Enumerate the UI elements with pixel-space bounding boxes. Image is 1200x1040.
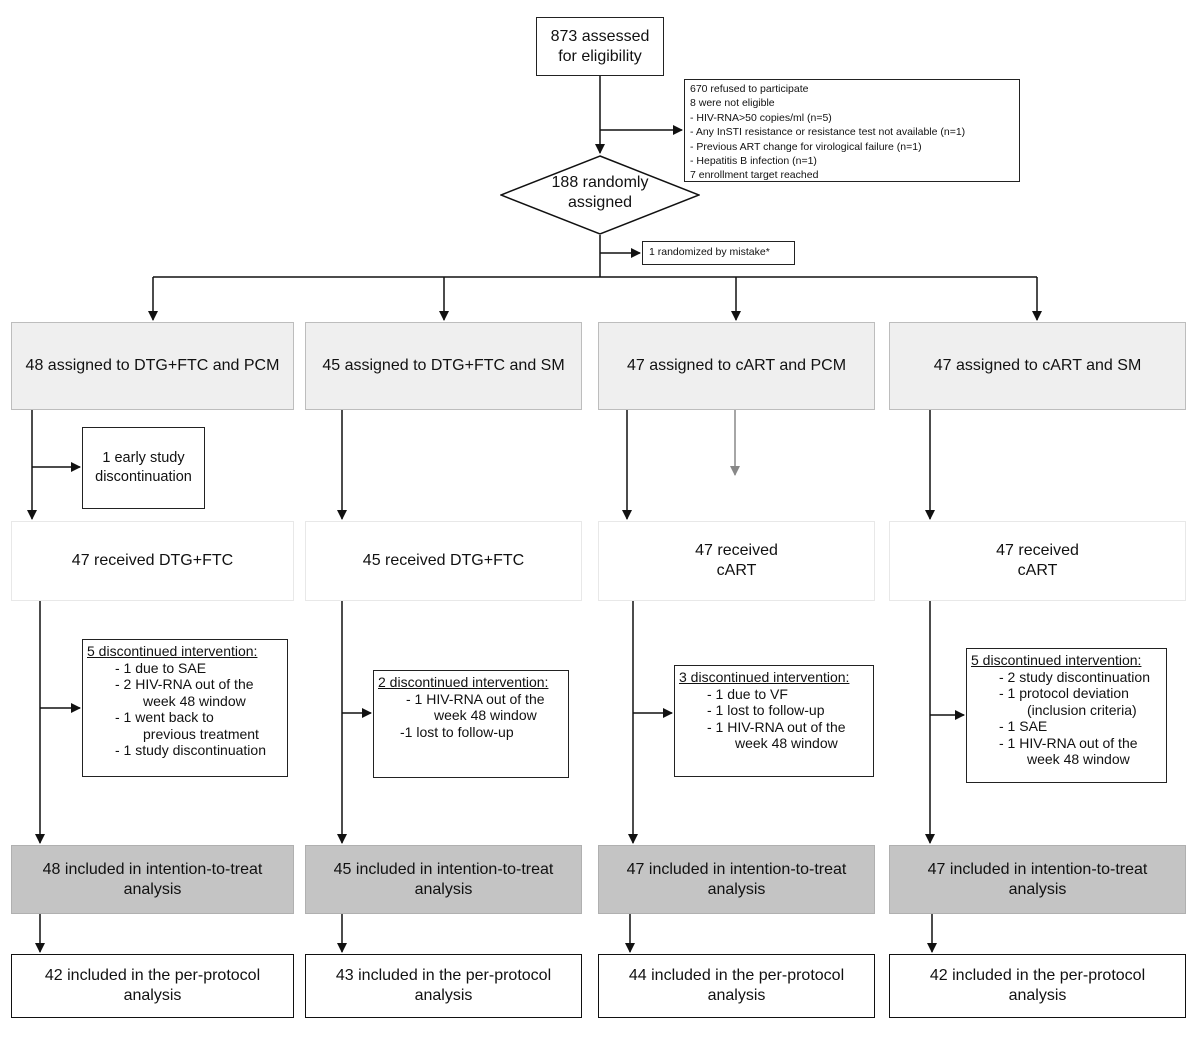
discontinued-item: previous treatment bbox=[143, 725, 259, 742]
arm-3-pp-line1: 44 included in the per-protocol bbox=[628, 967, 845, 984]
discontinued-item: - 1 SAE bbox=[999, 718, 1048, 734]
arm-3-pp-line2: analysis bbox=[707, 987, 766, 1004]
arm-2-received-box: 45 received DTG+FTC bbox=[305, 521, 582, 601]
discontinued-item: week 48 window bbox=[434, 707, 537, 723]
arm-4-pp-line1: 42 included in the per-protocol bbox=[929, 967, 1146, 984]
early-discontinuation-line1: 1 early study bbox=[102, 450, 185, 466]
discontinued-item: - 1 due to VF bbox=[707, 685, 788, 702]
excluded-box: 670 refused to participate 8 were not el… bbox=[684, 79, 1020, 182]
arm-2-assigned-box: 45 assigned to DTG+FTC and SM bbox=[305, 322, 582, 410]
arm-1-itt-line2: analysis bbox=[123, 880, 182, 898]
arm-3-itt-box: 47 included in intention-to-treat analys… bbox=[598, 845, 875, 914]
arm-4-received-line1: 47 received bbox=[996, 542, 1079, 559]
excluded-line: - Hepatitis B infection (n=1) bbox=[690, 155, 817, 168]
arm-1-pp-line2: analysis bbox=[123, 987, 182, 1004]
arm-3-pp-box: 44 included in the per-protocol analysis bbox=[598, 954, 875, 1018]
early-discontinuation-line2: discontinuation bbox=[95, 469, 192, 485]
arm-4-assigned-label: 47 assigned to cART and SM bbox=[933, 357, 1142, 374]
arm-4-received-line2: cART bbox=[1017, 562, 1058, 579]
discontinued-item: - 1 HIV-RNA out of the bbox=[406, 690, 545, 707]
excluded-line: - Previous ART change for virological fa… bbox=[690, 140, 922, 153]
discontinued-item: - 2 study discontinuation bbox=[999, 668, 1150, 685]
arm-4-itt-box: 47 included in intention-to-treat analys… bbox=[889, 845, 1186, 914]
arm-1-pp-box: 42 included in the per-protocol analysis bbox=[11, 954, 294, 1018]
arm-3-discontinued-box: 3 discontinued intervention: - 1 due to … bbox=[674, 665, 874, 777]
arm-4-itt-line2: analysis bbox=[1008, 880, 1067, 898]
discontinued-item: week 48 window bbox=[143, 692, 246, 709]
arm-4-discontinued-heading: 5 discontinued intervention: bbox=[971, 652, 1142, 668]
discontinued-item: week 48 window bbox=[1027, 751, 1130, 767]
assessed-line1: 873 assessed bbox=[550, 27, 650, 45]
arm-4-pp-line2: analysis bbox=[1008, 987, 1067, 1004]
arm-3-received-line2: cART bbox=[716, 562, 757, 579]
discontinued-item: - 1 HIV-RNA out of the bbox=[999, 734, 1138, 751]
arm-3-assigned-box: 47 assigned to cART and PCM bbox=[598, 322, 875, 410]
arm-2-received-label: 45 received DTG+FTC bbox=[362, 552, 525, 569]
arm-4-assigned-box: 47 assigned to cART and SM bbox=[889, 322, 1186, 410]
discontinued-item: - 1 went back to bbox=[115, 709, 214, 725]
arm-2-discontinued-box: 2 discontinued intervention: - 1 HIV-RNA… bbox=[373, 670, 569, 778]
discontinued-item: - 1 due to SAE bbox=[115, 659, 207, 676]
discontinued-item: week 48 window bbox=[735, 735, 838, 751]
discontinued-item: - 1 protocol deviation bbox=[999, 685, 1129, 701]
arm-3-discontinued-heading: 3 discontinued intervention: bbox=[679, 669, 850, 685]
randomized-line2: assigned bbox=[567, 194, 633, 211]
arm-4-itt-line1: 47 included in intention-to-treat bbox=[927, 860, 1148, 878]
arm-1-itt-box: 48 included in intention-to-treat analys… bbox=[11, 845, 294, 914]
arm-2-pp-line1: 43 included in the per-protocol bbox=[335, 967, 552, 984]
early-discontinuation-box: 1 early study discontinuation bbox=[82, 427, 205, 509]
arm-2-pp-line2: analysis bbox=[414, 987, 473, 1004]
arm-3-assigned-label: 47 assigned to cART and PCM bbox=[626, 357, 847, 374]
arm-1-received-label: 47 received DTG+FTC bbox=[71, 552, 234, 569]
arm-1-discontinued-heading: 5 discontinued intervention: bbox=[87, 643, 258, 659]
excluded-line: 7 enrollment target reached bbox=[690, 169, 819, 182]
arm-2-assigned-label: 45 assigned to DTG+FTC and SM bbox=[322, 357, 565, 374]
arm-4-discontinued-box: 5 discontinued intervention: - 2 study d… bbox=[966, 648, 1167, 783]
arm-2-itt-box: 45 included in intention-to-treat analys… bbox=[305, 845, 582, 914]
discontinued-item: - 2 HIV-RNA out of the bbox=[115, 676, 254, 692]
arm-1-assigned-label: 48 assigned to DTG+FTC and PCM bbox=[25, 357, 280, 374]
excluded-line: 670 refused to participate bbox=[690, 83, 809, 95]
assessed-box: 873 assessed for eligibility bbox=[536, 17, 664, 76]
excluded-line: 8 were not eligible bbox=[690, 97, 775, 110]
randomized-label: 188 randomly assigned bbox=[500, 173, 700, 213]
arm-1-pp-line1: 42 included in the per-protocol bbox=[44, 967, 261, 984]
arm-2-itt-line1: 45 included in intention-to-treat bbox=[333, 860, 554, 878]
arm-3-received-line1: 47 received bbox=[695, 542, 778, 559]
arm-1-received-box: 47 received DTG+FTC bbox=[11, 521, 294, 601]
discontinued-item: - 1 HIV-RNA out of the bbox=[707, 718, 846, 735]
mistake-text: 1 randomized by mistake* bbox=[649, 246, 770, 258]
assessed-line2: for eligibility bbox=[558, 47, 642, 65]
arm-4-received-box: 47 received cART bbox=[889, 521, 1186, 601]
randomized-line1: 188 randomly bbox=[551, 174, 649, 191]
diamond-shape bbox=[498, 155, 702, 235]
excluded-line: - HIV-RNA>50 copies/ml (n=5) bbox=[690, 111, 832, 124]
arm-1-discontinued-box: 5 discontinued intervention: - 1 due to … bbox=[82, 639, 288, 777]
arm-4-pp-box: 42 included in the per-protocol analysis bbox=[889, 954, 1186, 1018]
arm-2-itt-line2: analysis bbox=[414, 880, 473, 898]
arm-1-assigned-box: 48 assigned to DTG+FTC and PCM bbox=[11, 322, 294, 410]
discontinued-item: -1 lost to follow-up bbox=[400, 723, 514, 740]
arm-3-itt-line1: 47 included in intention-to-treat bbox=[626, 860, 847, 878]
randomized-diamond: 188 randomly assigned bbox=[498, 155, 702, 235]
excluded-line: - Any InSTI resistance or resistance tes… bbox=[690, 126, 966, 139]
arm-2-pp-box: 43 included in the per-protocol analysis bbox=[305, 954, 582, 1018]
mistake-box: 1 randomized by mistake* bbox=[642, 241, 795, 265]
arm-3-received-box: 47 received cART bbox=[598, 521, 875, 601]
arm-2-discontinued-heading: 2 discontinued intervention: bbox=[378, 674, 549, 690]
discontinued-item: - 1 lost to follow-up bbox=[707, 702, 825, 718]
discontinued-item: - 1 study discontinuation bbox=[115, 742, 266, 758]
arm-3-itt-line2: analysis bbox=[707, 880, 766, 898]
discontinued-item: (inclusion criteria) bbox=[1027, 701, 1137, 718]
arm-1-itt-line1: 48 included in intention-to-treat bbox=[42, 860, 263, 878]
